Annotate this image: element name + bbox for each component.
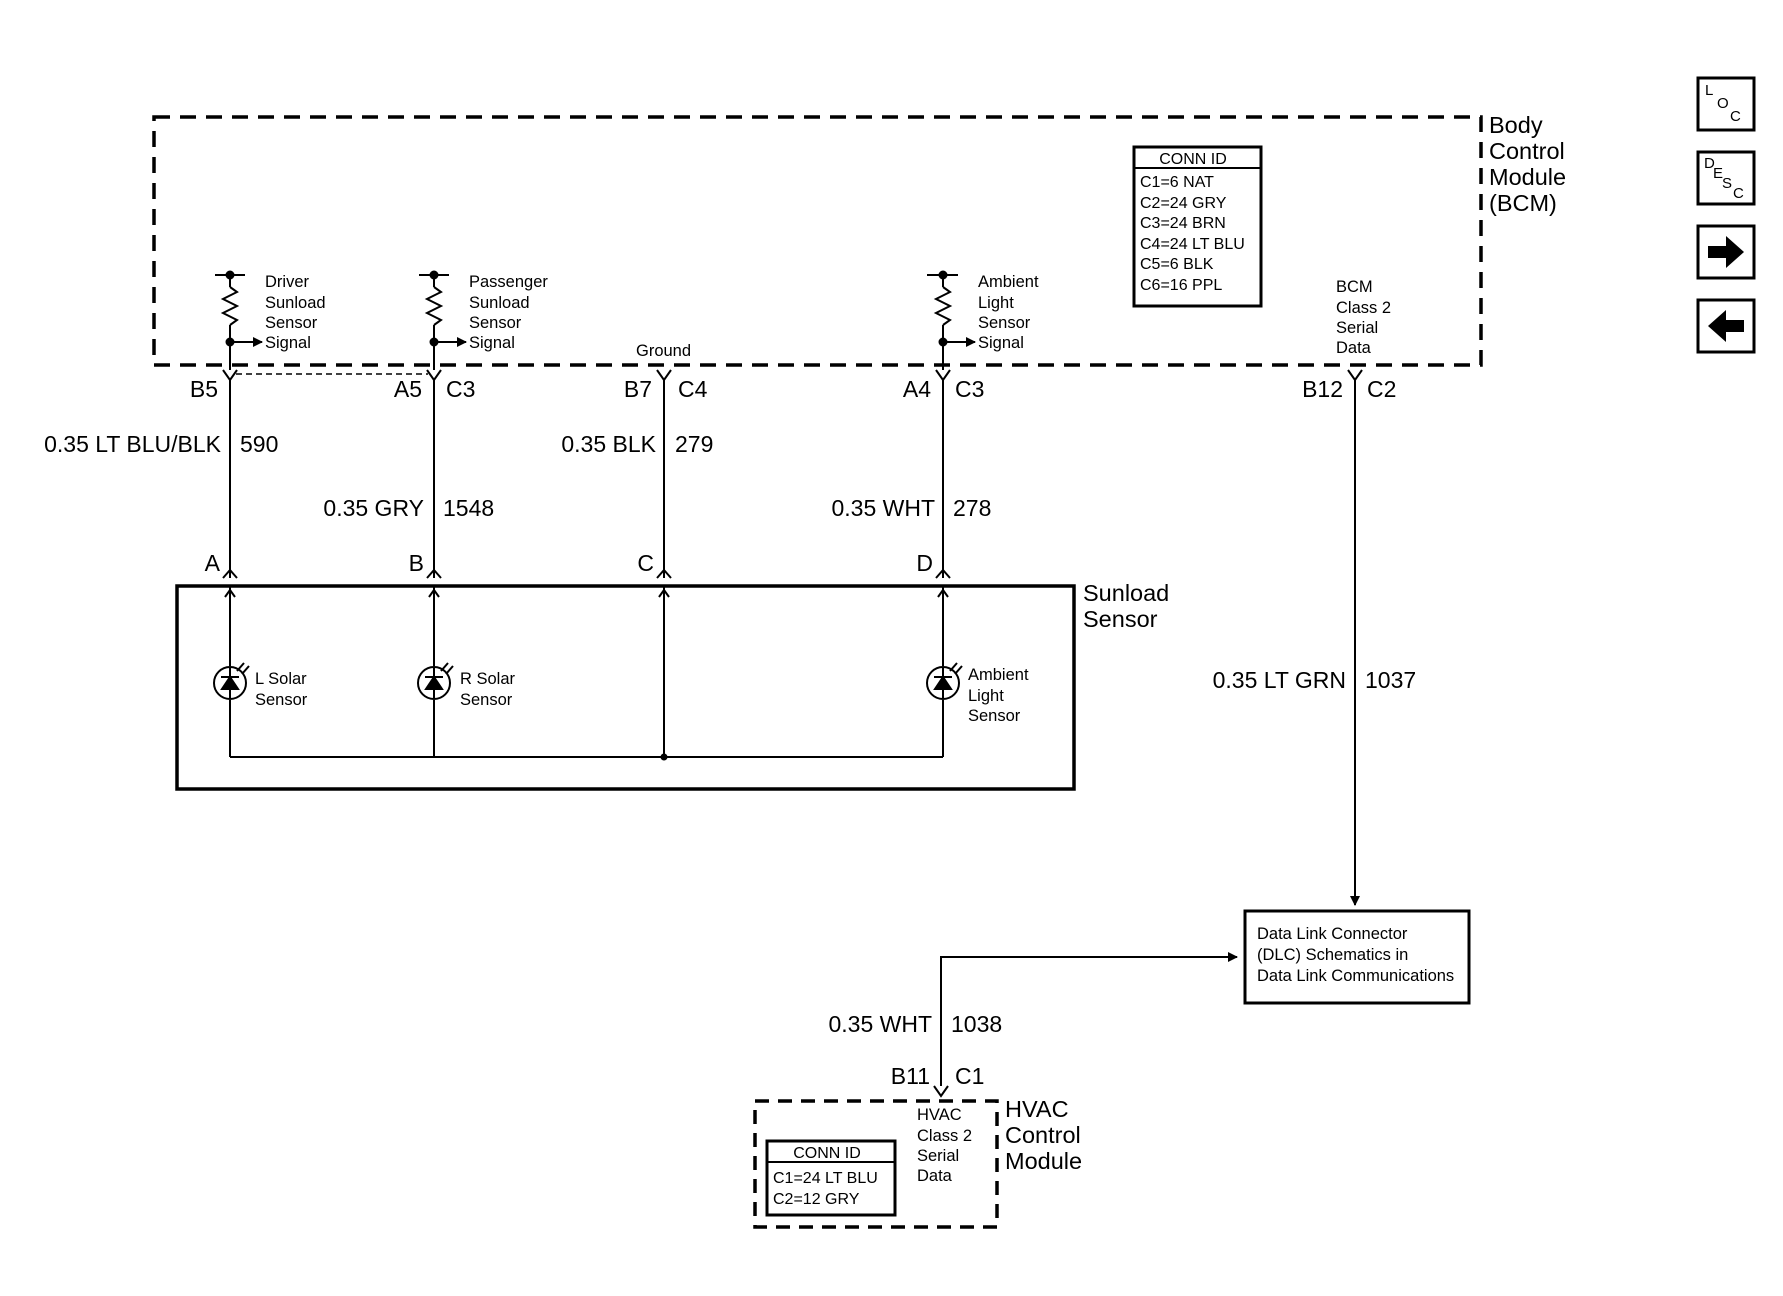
pin-b11: B11	[891, 1063, 930, 1089]
conn-id-entry: C1=24 LT BLU	[773, 1170, 878, 1187]
right-solar-photodiode-icon	[417, 662, 454, 700]
hvac-outline	[753, 1099, 999, 1229]
conn-id-entry: C4=24 LT BLU	[1140, 236, 1245, 253]
ambient-light-pullup-resistor	[927, 270, 976, 370]
conn-id-entry: C3=24 BRN	[1140, 215, 1226, 232]
pin-a5-connector: C3	[446, 376, 475, 402]
bcm-class2-serial-data-label: BCM Class 2 Serial Data	[1336, 278, 1396, 357]
bcm-label: Body Control Module (BCM)	[1489, 112, 1573, 216]
wire-1037-color: 0.35 LT GRN	[1213, 667, 1346, 693]
wire-590-circuit: 590	[240, 431, 278, 457]
pin-a4: A4	[903, 376, 931, 402]
wire-279-color: 0.35 BLK	[561, 431, 656, 457]
left-arrow-icon	[1708, 310, 1744, 342]
wire-1038-color: 0.35 WHT	[828, 1011, 932, 1037]
conn-id-title: CONN ID	[793, 1145, 861, 1162]
sunload-sensor-module: Sunload Sensor	[175, 580, 1176, 791]
sunload-sensor-label: Sunload Sensor	[1083, 580, 1176, 632]
left-solar-sensor-label: L Solar Sensor	[255, 670, 311, 709]
bcm-conn-id-table: CONN ID C1=6 NAT C2=24 GRY C3=24 BRN C4=…	[1132, 145, 1263, 308]
pin-b12-connector: C2	[1367, 376, 1396, 402]
loc-letter: C	[1730, 108, 1741, 125]
pin-b7-connector: C4	[678, 376, 708, 402]
connector-sensor-b	[426, 568, 442, 579]
desc-letter: E	[1713, 165, 1723, 182]
pin-a5: A5	[394, 376, 422, 402]
back-button[interactable]	[1696, 298, 1756, 354]
ambient-light-signal-label: Ambient Light Sensor Signal	[978, 273, 1043, 352]
loc-button[interactable]: L O C	[1696, 76, 1756, 132]
data-link-connector-box[interactable]: Data Link Connector (DLC) Schematics in …	[1243, 909, 1471, 1005]
conn-id-entry: C2=12 GRY	[773, 1191, 860, 1208]
bcm-outline	[152, 115, 1483, 367]
connector-sensor-c	[656, 568, 672, 579]
hvac-conn-id-table: CONN ID C1=24 LT BLU C2=12 GRY	[765, 1139, 897, 1217]
connector-b12	[1347, 369, 1363, 382]
ground-label: Ground	[636, 342, 691, 360]
left-solar-photodiode-icon	[213, 662, 250, 700]
connector-sensor-a	[222, 568, 238, 579]
wire-590-color: 0.35 LT BLU/BLK	[44, 431, 222, 457]
right-arrow-icon	[1708, 236, 1744, 268]
pin-b12: B12	[1302, 376, 1343, 402]
connector-b11	[933, 1085, 949, 1098]
conn-id-entry: C5=6 BLK	[1140, 256, 1214, 273]
dlc-reference-label[interactable]: Data Link Connector (DLC) Schematics in …	[1257, 925, 1454, 985]
driver-sunload-pullup-resistor	[215, 270, 263, 370]
conn-id-entry: C2=24 GRY	[1140, 195, 1227, 212]
forward-button[interactable]	[1696, 224, 1756, 280]
driver-sunload-signal-label: Driver Sunload Sensor Signal	[265, 273, 330, 352]
desc-letter: C	[1733, 185, 1744, 202]
wire-1548-color: 0.35 GRY	[323, 495, 424, 521]
desc-button[interactable]: D E S C	[1696, 150, 1756, 206]
pin-b11-connector: C1	[955, 1063, 984, 1089]
hvac-label: HVAC Control Module	[1005, 1096, 1087, 1174]
connector-b5	[222, 369, 238, 382]
connector-a4	[935, 369, 951, 382]
connector-a5	[426, 369, 442, 382]
pin-sensor-c: C	[637, 550, 654, 576]
wire-1038	[940, 952, 1238, 1086]
passenger-sunload-signal-label: Passenger Sunload Sensor Signal	[469, 273, 552, 352]
hvac-class2-serial-data-label: HVAC Class 2 Serial Data	[917, 1106, 977, 1185]
wire-1037-circuit: 1037	[1365, 667, 1416, 693]
pin-b7: B7	[624, 376, 652, 402]
hvac-control-module: HVAC Control Module HVAC Class 2 Serial …	[753, 1096, 1087, 1229]
right-solar-sensor-label: R Solar Sensor	[460, 670, 520, 709]
wire-278-color: 0.35 WHT	[831, 495, 935, 521]
conn-id-entry: C1=6 NAT	[1140, 174, 1214, 191]
ambient-light-sensor-label: Ambient Light Sensor	[968, 666, 1033, 725]
pin-sensor-a: A	[205, 550, 221, 576]
bcm-module: Body Control Module (BCM) CONN ID C1=6 N…	[152, 112, 1573, 370]
loc-letter: O	[1717, 95, 1729, 112]
wire-1548-circuit: 1548	[443, 495, 494, 521]
pin-b5: B5	[190, 376, 218, 402]
pin-sensor-d: D	[916, 550, 933, 576]
desc-letter: D	[1704, 155, 1715, 172]
ambient-light-photodiode-icon	[926, 662, 963, 700]
desc-letter: S	[1722, 175, 1732, 192]
pin-a4-connector: C3	[955, 376, 984, 402]
connector-sensor-d	[935, 568, 951, 579]
wire-1038-circuit: 1038	[951, 1011, 1002, 1037]
connector-b7	[656, 369, 672, 382]
conn-id-title: CONN ID	[1159, 151, 1227, 168]
wire-279-circuit: 279	[675, 431, 713, 457]
conn-id-entry: C6=16 PPL	[1140, 277, 1222, 294]
passenger-sunload-pullup-resistor	[419, 270, 467, 370]
sunload-sensor-outline	[175, 584, 1076, 791]
wire-278-circuit: 278	[953, 495, 991, 521]
loc-letter: L	[1705, 82, 1713, 99]
pin-sensor-b: B	[409, 550, 424, 576]
